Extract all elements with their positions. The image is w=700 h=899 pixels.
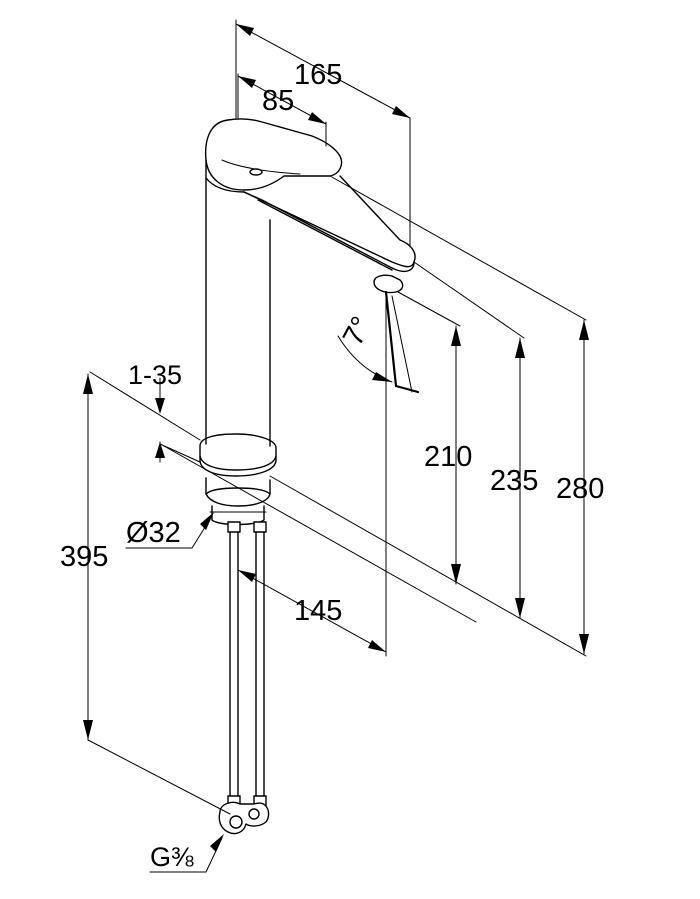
dim-395-label: 395 <box>60 541 108 573</box>
dimension-labels: 165 85 7° 1-35 210 235 280 395 Ø32 145 G… <box>60 59 604 872</box>
dim-1-35-label: 1-35 <box>128 360 182 390</box>
dim-235-label: 235 <box>490 465 538 497</box>
dim-85-label: 85 <box>262 85 294 117</box>
faucet-body <box>199 118 416 835</box>
dim-dia32-label: Ø32 <box>126 517 181 549</box>
dim-7deg-label: 7° <box>337 312 378 352</box>
mounting-nut <box>205 477 271 507</box>
dim-145-label: 145 <box>294 595 342 627</box>
supply-hoses <box>227 521 267 801</box>
dim-165-label: 165 <box>294 59 342 91</box>
hose-fittings <box>218 795 270 835</box>
lever-handle <box>204 118 343 191</box>
spout <box>205 159 416 268</box>
base-ring <box>199 433 277 477</box>
thread-g3-8-label: G⅜ <box>150 842 194 872</box>
dim-210-label: 210 <box>424 441 472 473</box>
dim-280-label: 280 <box>556 473 604 505</box>
aerator <box>373 274 404 294</box>
dimension-lines <box>83 19 589 873</box>
